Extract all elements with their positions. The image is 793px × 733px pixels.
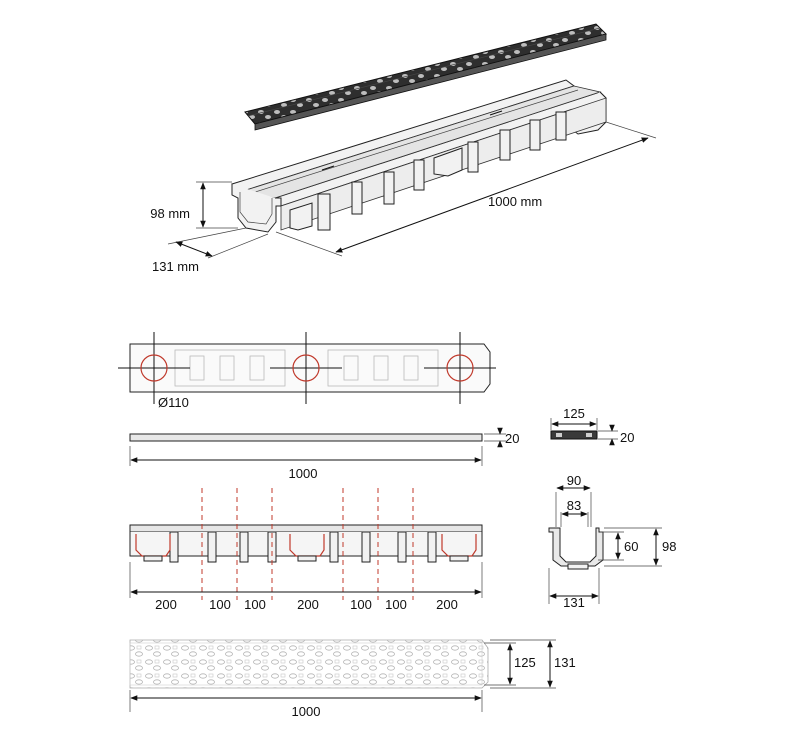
channel-side-outlets	[135, 534, 477, 562]
grate-end-thickness-label: 20	[620, 430, 634, 445]
iso-length-label: 1000 mm	[488, 194, 542, 209]
outlet-hole-center	[270, 332, 342, 404]
grate-side-view: 20 1000	[129, 427, 519, 481]
channel-side-view: 200 100 100 200 100 100 200	[129, 488, 483, 612]
spacing-label: 100	[209, 597, 231, 612]
grate-end-width-label: 125	[563, 406, 585, 421]
grate-plan-view: 125 131 1000	[129, 639, 576, 719]
channel-top-view: Ø110	[118, 332, 496, 410]
grate-end-view: 125 20	[550, 406, 634, 446]
hole-diameter-label: Ø110	[158, 395, 189, 410]
grate-plan-length-label: 1000	[292, 704, 321, 719]
section-inner-width-label: 83	[567, 498, 581, 513]
grate-length-label: 1000	[289, 466, 318, 481]
grate-plan-inner-width-label: 125	[514, 655, 536, 670]
iso-grate	[244, 23, 607, 131]
section-base-width-label: 131	[563, 595, 585, 610]
spacing-label: 200	[155, 597, 177, 612]
section-total-height-label: 98	[662, 539, 676, 554]
spacing-label: 200	[436, 597, 458, 612]
spacing-label: 100	[385, 597, 407, 612]
iso-width-dimension: 131 mm	[152, 227, 269, 274]
iso-height-dimension: 98 mm	[150, 181, 238, 229]
section-inner-depth-label: 60	[624, 539, 638, 554]
isometric-view: 98 mm 131 mm 1000 mm	[150, 23, 657, 274]
spacing-label: 100	[350, 597, 372, 612]
spacing-label: 200	[297, 597, 319, 612]
channel-spacing-labels: 200 100 100 200 100 100 200	[155, 597, 458, 612]
iso-length-dimension: 1000 mm	[275, 121, 657, 257]
section-cut-lines	[201, 488, 414, 600]
spacing-label: 100	[244, 597, 266, 612]
iso-height-label: 98 mm	[150, 206, 190, 221]
outlet-hole-right	[424, 332, 496, 404]
iso-width-label: 131 mm	[152, 259, 199, 274]
channel-cross-section: 90 83 60 98 131	[548, 473, 676, 610]
outlet-hole-left	[118, 332, 190, 404]
section-top-width-label: 90	[567, 473, 581, 488]
grate-thickness-label: 20	[505, 431, 519, 446]
grate-plan-outer-width-label: 131	[554, 655, 576, 670]
